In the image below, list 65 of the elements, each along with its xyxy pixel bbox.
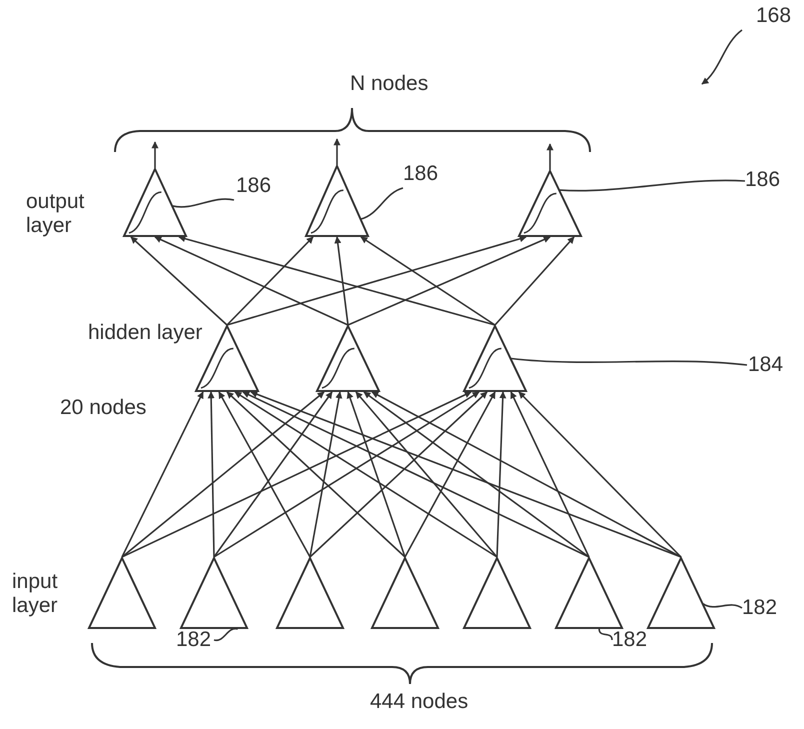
layer-label: N nodes (350, 72, 428, 96)
connection-arrow (226, 235, 527, 326)
layer-label: input layer (12, 570, 59, 618)
connection-arrow (309, 391, 488, 558)
connection-arrow (371, 391, 682, 558)
output-arrow (334, 138, 340, 165)
callout-number: 186 (403, 162, 438, 186)
layer-label: output layer (26, 190, 86, 238)
connection-arrow (242, 391, 590, 558)
neuron-triangle (316, 325, 380, 392)
connection-arrow (363, 391, 590, 558)
layer-label: 444 nodes (370, 690, 468, 714)
leader-line (560, 180, 746, 192)
connection-arrow (346, 391, 406, 558)
connection-arrow (121, 391, 204, 558)
callout-number: 186 (745, 168, 780, 192)
connection-arrow (122, 391, 472, 558)
connection-arrow (494, 236, 575, 326)
connection-arrow (226, 236, 314, 326)
connection-arrow (404, 391, 496, 558)
neuron-triangle (123, 168, 187, 237)
leader-line (172, 198, 234, 208)
layer-label: 20 nodes (60, 396, 146, 420)
leader-line (702, 603, 742, 609)
connection-arrow (130, 236, 228, 326)
connection-arrow (122, 391, 325, 558)
callout-number: 184 (748, 353, 784, 377)
connection-arrow (355, 391, 498, 558)
connection-arrow (218, 391, 311, 558)
connection-arrow (309, 391, 342, 558)
neuron-triangle (276, 557, 344, 629)
neuron-triangle (463, 325, 527, 392)
connection-arrow (510, 391, 590, 558)
callout-number: 182 (176, 628, 212, 652)
connection-arrow (208, 391, 215, 558)
connection-arrow (496, 391, 506, 558)
leader-line (510, 358, 748, 366)
neuron-triangle (555, 557, 623, 629)
connection-arrow (154, 236, 348, 326)
connection-arrow (226, 391, 406, 558)
connection-arrow (334, 236, 349, 326)
neuron-triangle (371, 557, 439, 629)
connection-arrow (213, 391, 333, 558)
layer-label: hidden layer (88, 321, 202, 345)
connection-arrow (360, 236, 496, 326)
callout-number: 186 (236, 174, 272, 198)
leader-line (214, 628, 238, 642)
connection-arrow (518, 391, 682, 558)
callout-number: 168 (756, 4, 792, 28)
leader-arrow (701, 29, 743, 85)
neuron-triangle (305, 165, 369, 237)
connection-arrow (348, 236, 551, 326)
neuron-triangle (647, 557, 715, 629)
leader-line (360, 187, 404, 220)
callout-number: 182 (612, 628, 648, 652)
output-arrow (152, 141, 158, 168)
neuron-triangle (463, 557, 531, 629)
neuron-triangle (180, 557, 248, 629)
neuron-triangle (88, 557, 156, 629)
callout-number: 182 (742, 596, 778, 620)
neuron-triangle (518, 170, 582, 237)
output-arrow (546, 143, 554, 170)
connection-arrow (178, 235, 496, 326)
connection-arrow (250, 391, 682, 558)
leader-line (598, 628, 613, 640)
